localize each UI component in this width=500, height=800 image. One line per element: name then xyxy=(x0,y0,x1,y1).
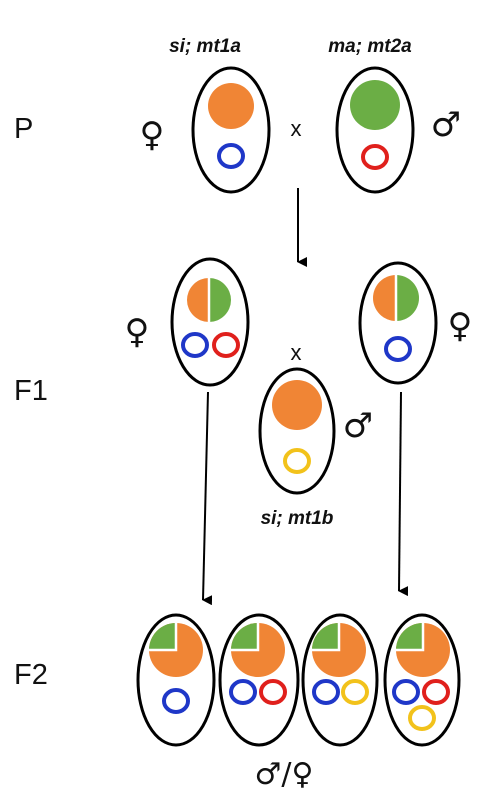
nucleus-divider xyxy=(396,623,425,652)
cell-f1-female-right xyxy=(358,261,438,385)
cell-f2-3 xyxy=(301,613,379,747)
cells-layer xyxy=(136,66,461,747)
red-ring xyxy=(212,332,240,358)
female-symbol-f1-right: ♀ xyxy=(448,306,473,346)
blue-ring xyxy=(162,688,190,714)
red-ring xyxy=(361,144,389,170)
male-symbol-f1: ♂ xyxy=(343,406,373,446)
blue-ring xyxy=(392,679,420,705)
cell-f1-male xyxy=(258,367,336,495)
nucleus-orange-half xyxy=(187,278,209,322)
blue-ring xyxy=(312,679,340,705)
cross-symbol-f1: x xyxy=(291,340,302,365)
nucleus xyxy=(208,83,254,129)
cell-f2-4 xyxy=(383,613,461,747)
nucleus-green-quarter xyxy=(149,623,176,650)
nucleus xyxy=(272,380,322,430)
female-symbol-f1-left: ♀ xyxy=(125,312,150,352)
male-symbol-p: ♂ xyxy=(431,105,461,145)
yellow-ring xyxy=(283,448,311,474)
genotype-label-p-male: ma; mt2a xyxy=(328,36,412,57)
nucleus-green-quarter xyxy=(231,623,258,650)
red-ring xyxy=(422,679,450,705)
blue-ring xyxy=(384,336,412,362)
genotype-label-p-female: si; mt1a xyxy=(169,36,241,57)
arrow-f1-left-to-f2 xyxy=(202,391,213,606)
cross-symbol-p: x xyxy=(291,116,302,141)
cell-p-female xyxy=(191,66,271,194)
nucleus-green-quarter xyxy=(312,623,339,650)
blue-ring xyxy=(217,143,245,169)
generation-label-f1: F1 xyxy=(14,375,48,407)
nucleus-green-quarter xyxy=(396,623,423,650)
red-ring xyxy=(259,679,287,705)
cell-f2-1 xyxy=(136,613,216,747)
nucleus-green-half xyxy=(209,278,231,322)
nucleus-green-half xyxy=(396,275,419,321)
generation-label-f2: F2 xyxy=(14,659,48,691)
yellow-ring xyxy=(408,705,436,731)
nucleus xyxy=(350,80,400,130)
cell-f2-2 xyxy=(218,613,300,747)
female-symbol-p: ♀ xyxy=(140,115,165,155)
nucleus-orange-half xyxy=(373,275,396,321)
arrow-f1-right-to-f2 xyxy=(398,391,409,597)
blue-ring xyxy=(229,679,257,705)
nucleus-divider xyxy=(149,623,178,652)
cell-p-male xyxy=(335,66,415,194)
yellow-ring xyxy=(341,679,369,705)
nucleus-divider xyxy=(231,623,260,652)
nucleus-divider xyxy=(312,623,341,652)
generation-label-p: P xyxy=(14,113,33,145)
cell-f1-female-left xyxy=(170,257,250,387)
male-female-symbol-f2: ♂/♀ xyxy=(255,757,314,792)
genotype-label-f1-male: si; mt1b xyxy=(261,508,334,529)
blue-ring xyxy=(181,332,209,358)
